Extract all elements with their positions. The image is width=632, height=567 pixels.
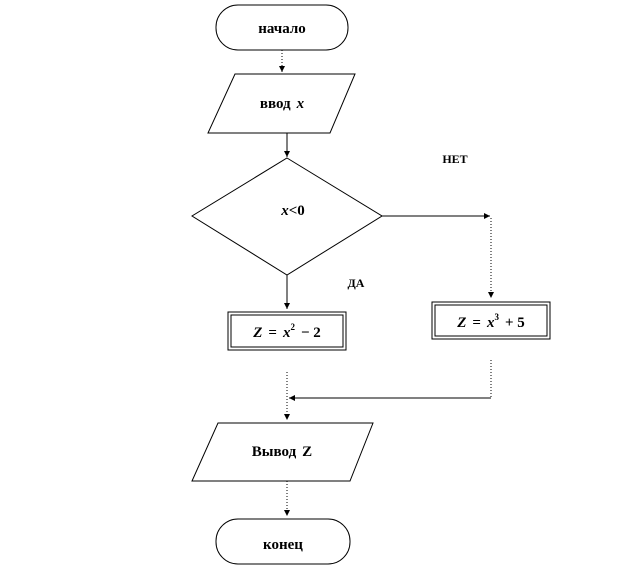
decision-text: x<0 <box>280 203 305 219</box>
process-yes-block: Z = x2 − 2 <box>227 311 347 351</box>
process-yes-base: x <box>282 325 291 341</box>
process-yes-rest: − 2 <box>301 325 321 341</box>
output-label: Вывод <box>252 444 297 460</box>
decision-var: x <box>280 203 289 219</box>
input-label: ввод <box>260 96 291 112</box>
process-no-rest: + 5 <box>505 315 525 331</box>
input-var: x <box>296 96 305 112</box>
decision-op: <0 <box>289 203 305 219</box>
start-terminal: начало <box>215 4 349 51</box>
output-var: Z <box>302 444 312 460</box>
decision-block: x<0 <box>191 157 383 276</box>
process-yes-exp: 2 <box>290 322 295 332</box>
end-label: конец <box>263 537 303 553</box>
process-yes-lhs: Z <box>252 325 262 341</box>
process-yes-eq: = <box>268 325 277 341</box>
process-no-formula: Z = x3 + 5 <box>456 312 525 331</box>
start-label: начало <box>258 21 306 37</box>
output-block: Вывод Z <box>191 422 374 482</box>
process-no-eq: = <box>472 315 481 331</box>
output-text: Вывод Z <box>252 444 312 460</box>
process-no-block: Z = x3 + 5 <box>431 301 551 340</box>
end-terminal: конец <box>215 518 351 565</box>
process-yes-formula: Z = x2 − 2 <box>252 322 321 341</box>
process-no-lhs: Z <box>456 315 466 331</box>
process-no-base: x <box>486 315 495 331</box>
process-no-exp: 3 <box>494 312 499 322</box>
branch-no-label: НЕТ <box>442 152 467 166</box>
branch-yes-label: ДА <box>348 276 365 290</box>
